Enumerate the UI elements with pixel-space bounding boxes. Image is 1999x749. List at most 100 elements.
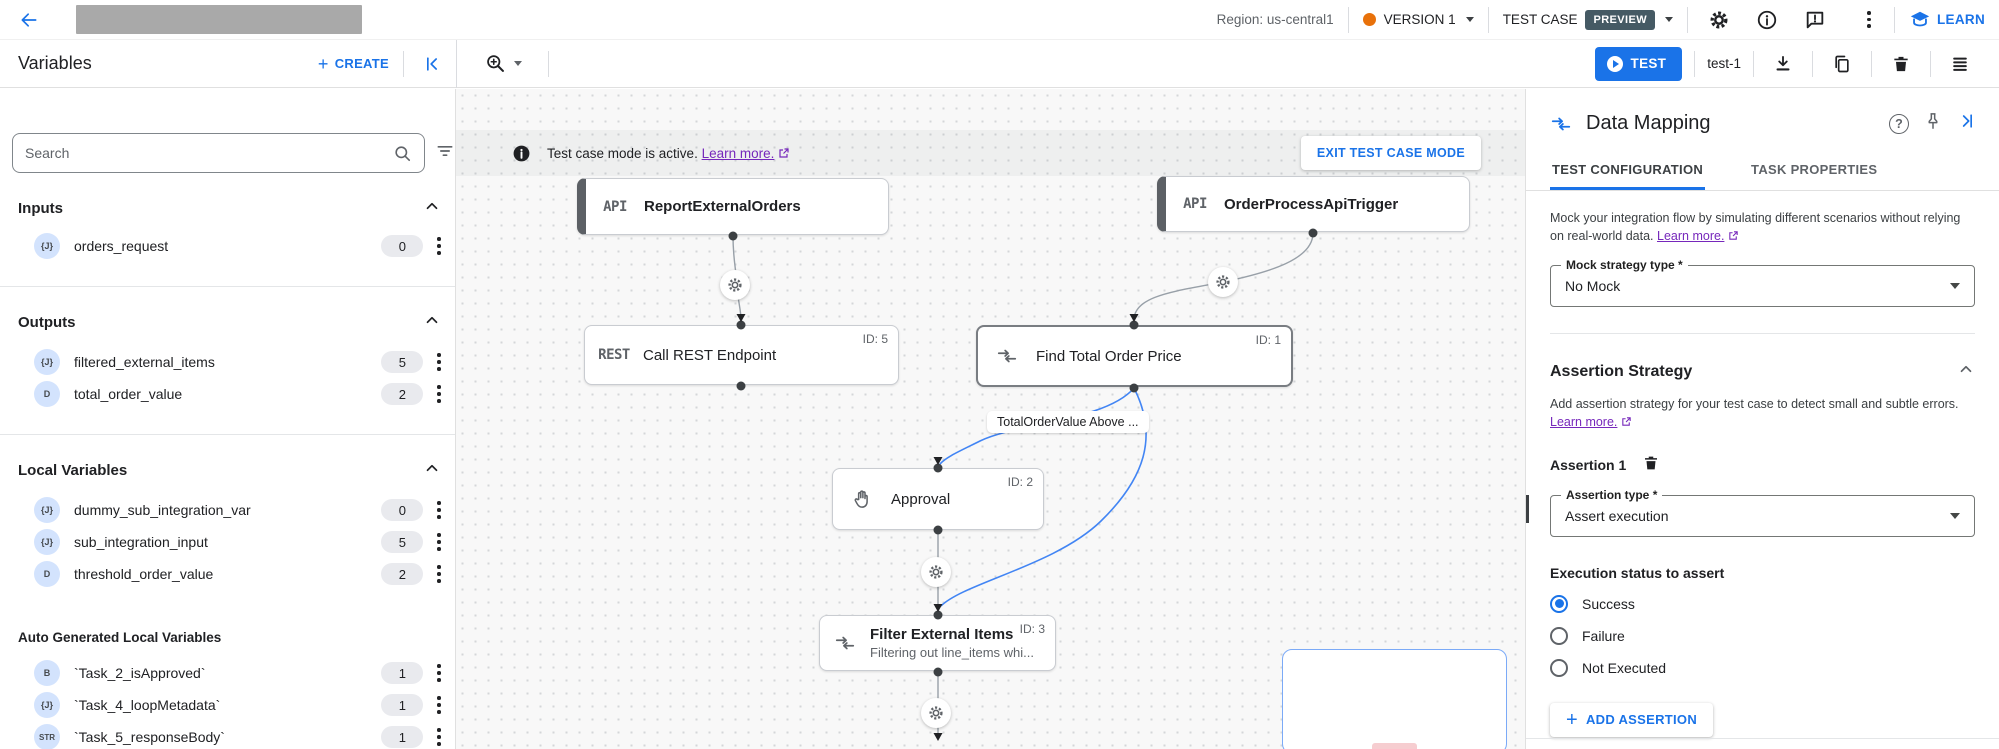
- variable-row[interactable]: B `Task_2_isApproved` 1: [0, 657, 455, 689]
- radio-option-success[interactable]: Success: [1550, 594, 1975, 613]
- assertion-type-select[interactable]: Assertion type * Assert execution: [1550, 487, 1975, 537]
- usage-count-badge: 5: [381, 531, 424, 553]
- collapse-sidebar-button[interactable]: [418, 47, 446, 81]
- divider: [456, 39, 457, 88]
- search-field[interactable]: [12, 133, 425, 173]
- row-menu-button[interactable]: [435, 661, 443, 685]
- edge-config-gear-button[interactable]: [921, 557, 951, 587]
- type-json-icon: {J}: [34, 233, 60, 259]
- edge-config-gear-button[interactable]: [1208, 267, 1238, 297]
- add-assertion-button[interactable]: + ADD ASSERTION: [1550, 702, 1714, 737]
- collapse-section-button[interactable]: [423, 197, 441, 220]
- redacted-title-block: [76, 5, 362, 34]
- test-case-label: TEST CASE: [1502, 12, 1578, 27]
- pin-button[interactable]: [1923, 111, 1943, 136]
- learn-more-link[interactable]: Learn more.: [1657, 229, 1725, 244]
- row-menu-button[interactable]: [435, 382, 443, 406]
- rest-icon: REST: [598, 347, 630, 363]
- variable-row[interactable]: D total_order_value 2: [0, 378, 455, 410]
- edge-config-gear-button[interactable]: [720, 270, 750, 300]
- section-title: Auto Generated Local Variables: [18, 630, 222, 645]
- tab-task-properties[interactable]: TASK PROPERTIES: [1751, 162, 1878, 177]
- copy-button[interactable]: [1825, 47, 1859, 81]
- info-button[interactable]: [1750, 3, 1784, 37]
- collapse-panel-button[interactable]: [1957, 111, 1977, 136]
- variable-row[interactable]: {J} `Task_4_loopMetadata` 1: [0, 689, 455, 721]
- edge-condition-label[interactable]: TotalOrderValue Above ...: [987, 411, 1149, 433]
- row-menu-button[interactable]: [435, 350, 443, 374]
- collapse-section-button[interactable]: [423, 459, 441, 482]
- mock-strategy-select[interactable]: Mock strategy type * No Mock: [1550, 258, 1975, 308]
- variable-row[interactable]: D threshold_order_value 2: [0, 558, 455, 590]
- plus-icon: +: [317, 53, 329, 74]
- search-input[interactable]: [25, 145, 393, 161]
- test-case-selector[interactable]: TEST CASE PREVIEW: [1502, 9, 1673, 30]
- sort-icon: [437, 145, 453, 156]
- node-report-external-orders[interactable]: API ReportExternalOrders: [577, 178, 889, 235]
- radio-option-failure[interactable]: Failure: [1550, 626, 1975, 645]
- delete-assertion-button[interactable]: [1642, 454, 1660, 477]
- variable-row[interactable]: {J} filtered_external_items 5: [0, 346, 455, 378]
- search-icon: [395, 145, 411, 161]
- chevron-up-icon: [426, 202, 438, 210]
- version-label: VERSION 1: [1383, 12, 1456, 27]
- node-filter-external-items[interactable]: Filter External Items Filtering out line…: [819, 615, 1056, 671]
- feedback-button[interactable]: [1798, 3, 1832, 37]
- test-button[interactable]: TEST: [1594, 46, 1683, 81]
- variable-row[interactable]: {J} dummy_sub_integration_var 0: [0, 494, 455, 526]
- log-list-button[interactable]: [1943, 47, 1977, 81]
- more-options-button[interactable]: [1846, 3, 1880, 37]
- download-button[interactable]: [1766, 47, 1800, 81]
- usage-count-badge: 2: [381, 563, 424, 585]
- type-double-icon: D: [34, 561, 60, 587]
- collapse-section-button[interactable]: [1957, 360, 1975, 383]
- panel-scrollbar[interactable]: [1526, 495, 1529, 523]
- row-menu-button[interactable]: [435, 693, 443, 717]
- settings-button[interactable]: [1702, 3, 1736, 37]
- back-button[interactable]: [12, 3, 46, 37]
- mock-description: Mock your integration flow by simulating…: [1550, 211, 1961, 244]
- arrow-left-icon: [21, 12, 37, 27]
- help-button[interactable]: ?: [1889, 113, 1909, 134]
- assertion-strategy-header: Assertion Strategy: [1550, 360, 1975, 383]
- create-variable-button[interactable]: + CREATE: [318, 55, 389, 73]
- learn-more-link[interactable]: Learn more.: [701, 145, 775, 161]
- row-menu-button[interactable]: [435, 562, 443, 586]
- create-label: CREATE: [334, 56, 389, 71]
- variable-row[interactable]: {J} sub_integration_input 5: [0, 526, 455, 558]
- type-json-icon: {J}: [34, 692, 60, 718]
- learn-more-link[interactable]: Learn more.: [1550, 415, 1618, 430]
- radio-option-not-executed[interactable]: Not Executed: [1550, 658, 1975, 677]
- sort-button[interactable]: [435, 141, 455, 166]
- node-find-total-order-price[interactable]: Find Total Order Price ID: 1: [976, 325, 1293, 387]
- node-order-process-api-trigger[interactable]: API OrderProcessApiTrigger: [1157, 176, 1470, 232]
- node-approval[interactable]: Approval ID: 2: [832, 468, 1044, 530]
- variable-row[interactable]: {J} orders_request 0: [0, 230, 455, 262]
- canvas-note-box[interactable]: [1282, 649, 1507, 749]
- version-selector[interactable]: VERSION 1: [1362, 12, 1474, 27]
- row-menu-button[interactable]: [435, 725, 443, 749]
- usage-count-badge: 5: [381, 351, 424, 373]
- test-mode-banner: Test case mode is active. Learn more. EX…: [456, 130, 1525, 176]
- tab-test-configuration[interactable]: TEST CONFIGURATION: [1550, 150, 1706, 190]
- zoom-control[interactable]: [485, 53, 522, 74]
- graduation-cap-icon: [1910, 11, 1930, 26]
- exit-test-case-mode-button[interactable]: EXIT TEST CASE MODE: [1300, 136, 1481, 170]
- node-call-rest-endpoint[interactable]: REST Call REST Endpoint ID: 5: [584, 325, 899, 385]
- integration-canvas[interactable]: Test case mode is active. Learn more. EX…: [456, 89, 1525, 749]
- edge-config-gear-button[interactable]: [921, 698, 951, 728]
- divider: [1347, 6, 1349, 33]
- usage-count-badge: 1: [381, 694, 424, 716]
- field-label: Assertion type *: [1561, 487, 1663, 502]
- node-title: Call REST Endpoint: [643, 346, 777, 364]
- delete-button[interactable]: [1884, 47, 1918, 81]
- divider: [1753, 50, 1754, 77]
- variable-row[interactable]: STR `Task_5_responseBody` 1: [0, 721, 455, 749]
- collapse-section-button[interactable]: [423, 311, 441, 334]
- row-menu-button[interactable]: [435, 234, 443, 258]
- assertion-description: Add assertion strategy for your test cas…: [1550, 397, 1959, 430]
- learn-button[interactable]: LEARN: [1909, 9, 1985, 31]
- row-menu-button[interactable]: [435, 498, 443, 522]
- gear-icon: [1710, 11, 1728, 28]
- row-menu-button[interactable]: [435, 530, 443, 554]
